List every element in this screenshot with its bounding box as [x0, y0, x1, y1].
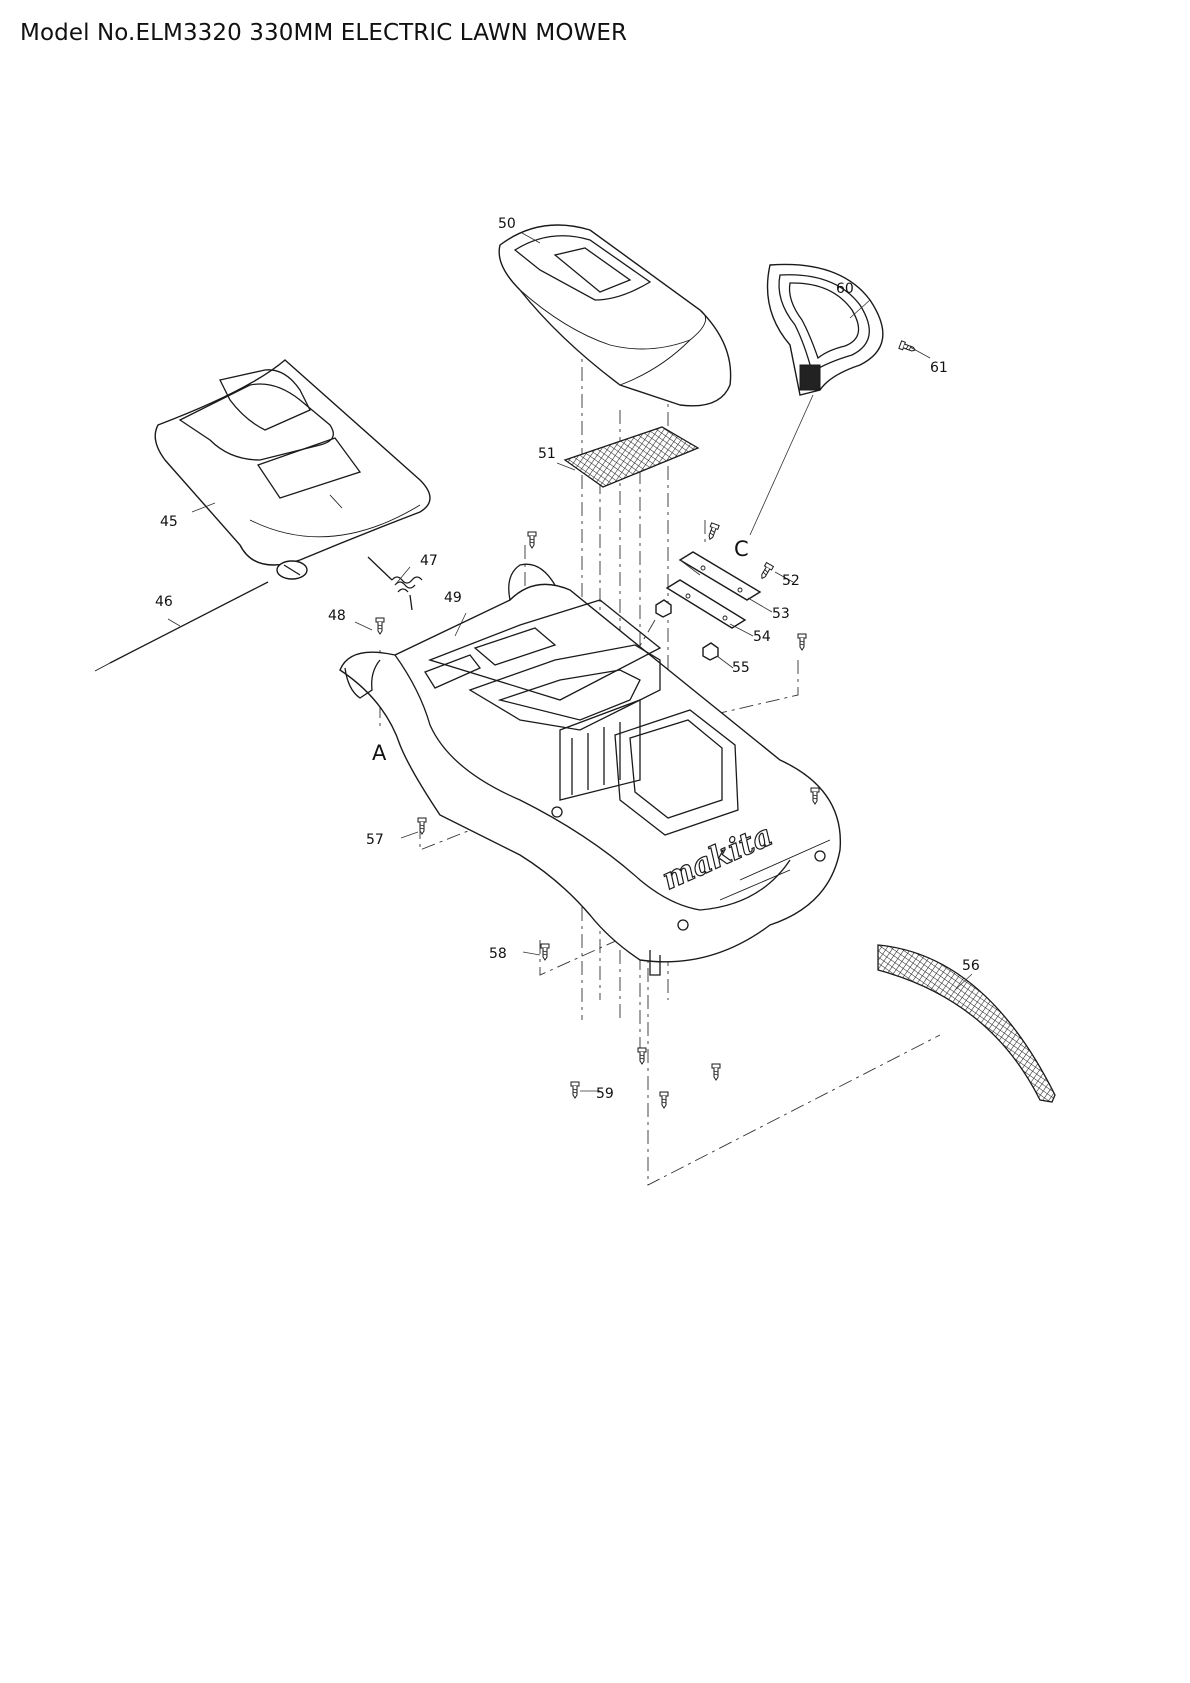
- label-49: 49: [444, 590, 462, 606]
- label-50: 50: [498, 216, 516, 232]
- label-47: 47: [420, 553, 438, 569]
- ref-letter-c: C: [734, 537, 749, 561]
- label-55: 55: [732, 660, 750, 676]
- label-58: 58: [489, 946, 507, 962]
- part-48-screw: [375, 617, 385, 635]
- screw-bottom-c: [711, 1063, 721, 1081]
- part-labels: 50 60 61 51 45 46 47 48 49 52 53 54 55 5…: [155, 216, 980, 1102]
- part-55-nut: [655, 599, 719, 661]
- label-46: 46: [155, 594, 173, 610]
- ref-letter-a: A: [372, 741, 387, 765]
- label-53: 53: [772, 606, 790, 622]
- label-51: 51: [538, 446, 556, 462]
- label-54: 54: [753, 629, 771, 645]
- part-46-hinge-rod: [94, 581, 269, 672]
- label-45: 45: [160, 514, 178, 530]
- leader-lines: [167, 232, 973, 1092]
- part-49-main-housing: makita: [339, 563, 842, 976]
- label-61: 61: [930, 360, 948, 376]
- part-57-screw: [417, 817, 427, 835]
- label-59: 59: [596, 1086, 614, 1102]
- part-51-mesh-filter: [563, 426, 700, 488]
- label-60: 60: [836, 281, 854, 297]
- part-53-plate: [678, 551, 762, 601]
- part-61-screw: [898, 340, 918, 355]
- screw-bottom-a: [637, 1047, 647, 1065]
- part-52-screw: [758, 562, 774, 581]
- part-45-rear-flap: [154, 359, 431, 580]
- screw-top: [527, 531, 537, 549]
- label-52: 52: [782, 573, 800, 589]
- part-47-torsion-spring: [367, 556, 423, 611]
- part-56-mesh-strip: [877, 944, 1056, 1103]
- part-59-screw: [570, 1081, 580, 1099]
- part-50-top-cover: [498, 224, 732, 407]
- label-48: 48: [328, 608, 346, 624]
- label-56: 56: [962, 958, 980, 974]
- part-58-screw: [540, 943, 550, 961]
- page-title: Model No.ELM3320 330MM ELECTRIC LAWN MOW…: [20, 20, 628, 46]
- part-54-plate: [665, 579, 747, 629]
- screw-bottom-b: [659, 1091, 669, 1109]
- part-60-handle: [766, 263, 884, 396]
- screw-right: [797, 633, 807, 651]
- part-52-screw-b: [705, 522, 720, 542]
- label-57: 57: [366, 832, 384, 848]
